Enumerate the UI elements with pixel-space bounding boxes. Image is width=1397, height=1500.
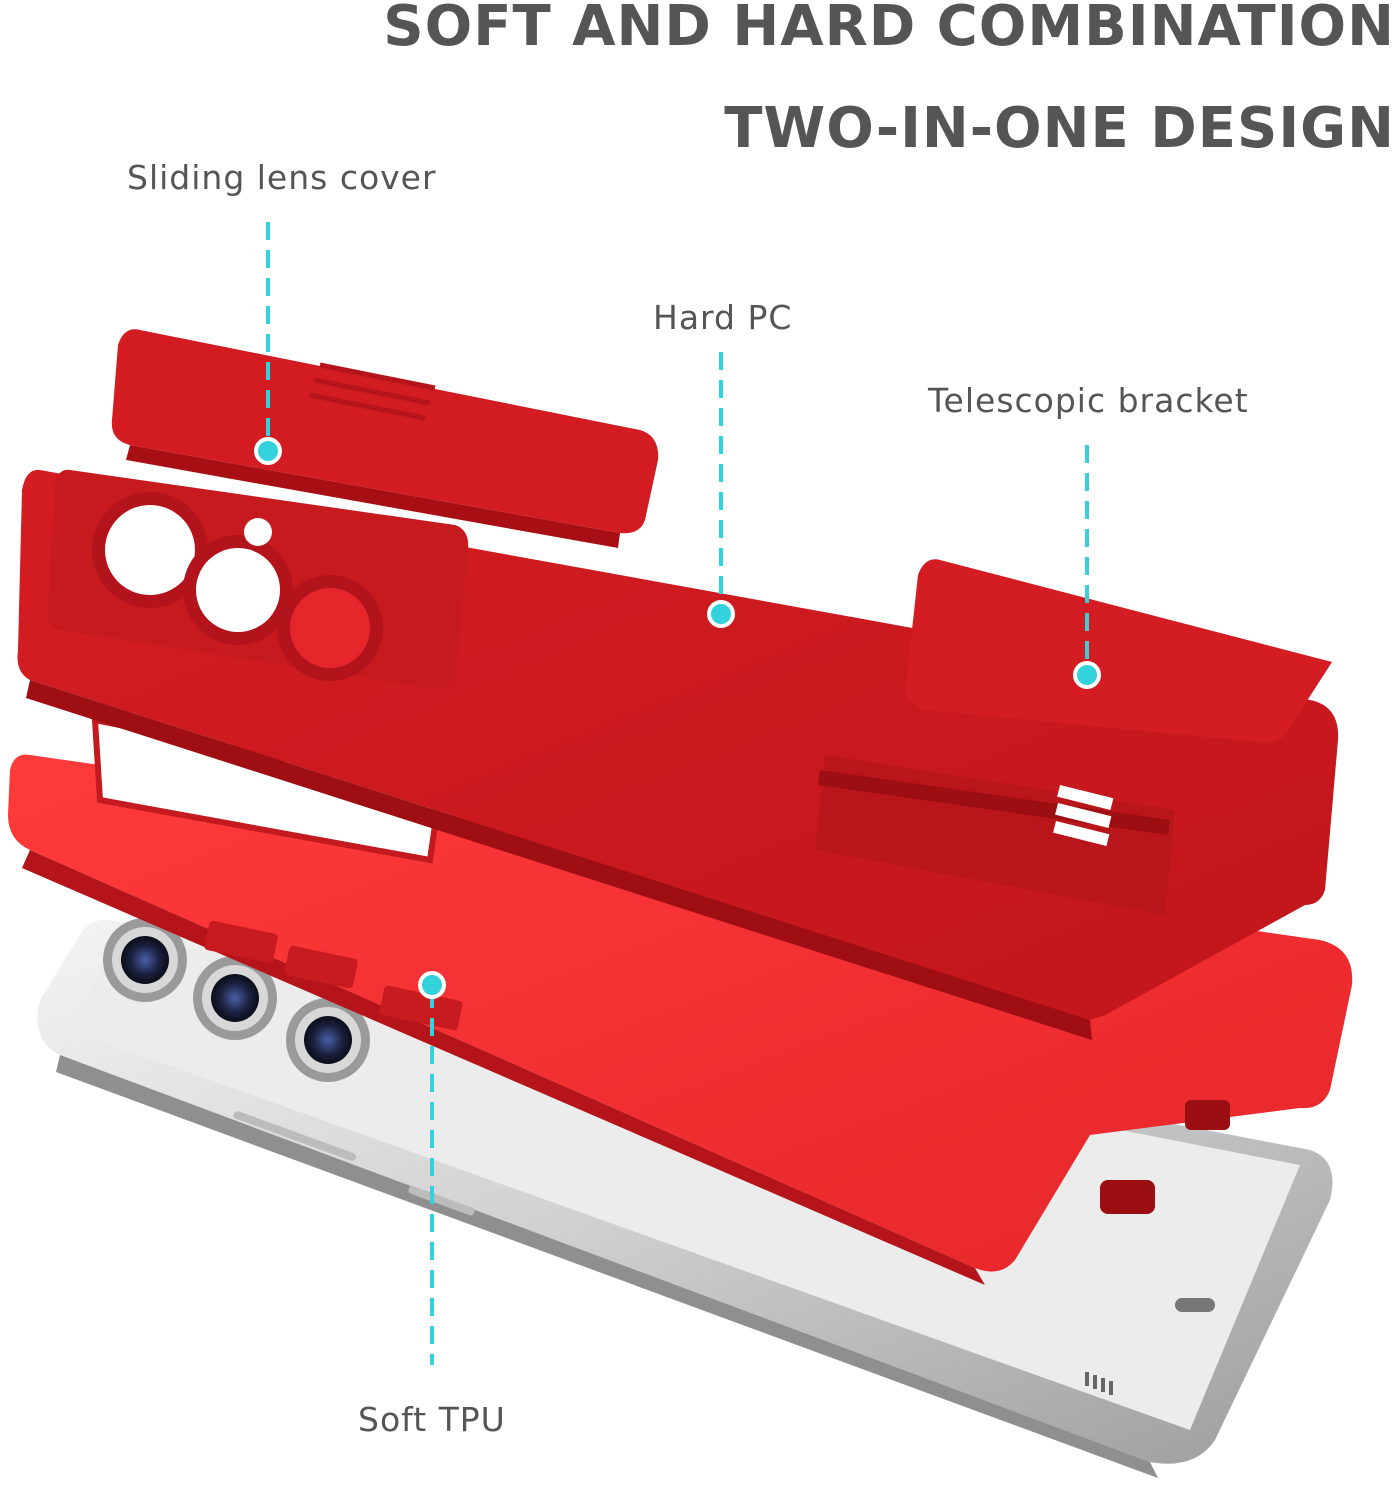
label-soft-tpu: Soft TPU (358, 1400, 506, 1439)
sliding-lens-cover (111, 329, 659, 548)
soft-tpu-bumper (8, 716, 1353, 1285)
phone-camera-lenses (103, 918, 370, 1082)
label-hard-pc: Hard PC (653, 298, 793, 337)
headline-line-2: TWO-IN-ONE DESIGN (724, 96, 1395, 161)
callout-leader-lines (266, 222, 1089, 1365)
phone-body (37, 919, 1333, 1478)
camera-module (47, 469, 469, 689)
callout-dots (254, 437, 1101, 999)
label-sliding-lens-cover: Sliding lens cover (127, 158, 437, 197)
headline-line-1: SOFT AND HARD COMBINATION (383, 0, 1395, 59)
telescopic-bracket (815, 559, 1332, 915)
label-telescopic-bracket: Telescopic bracket (928, 381, 1249, 420)
